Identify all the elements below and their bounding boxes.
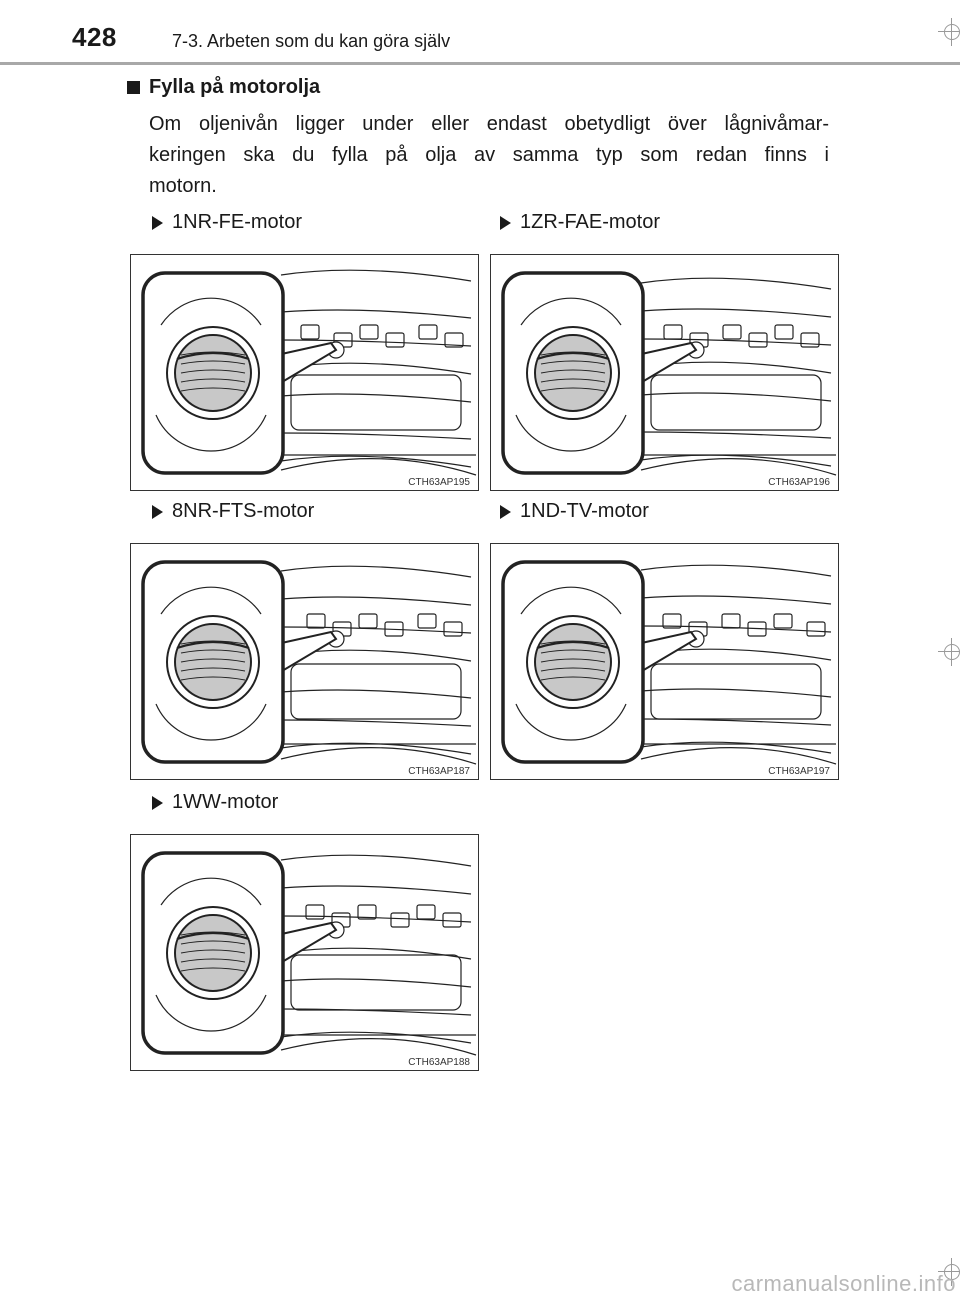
figure-label: 1ZR-FAE-motor	[500, 211, 660, 234]
engine-illustration-1nd-tv: CTH63AP197	[490, 543, 839, 780]
figure-label-text: 1ZR-FAE-motor	[520, 211, 661, 233]
registration-mark-top-icon	[938, 18, 960, 46]
triangle-bullet-icon	[152, 795, 163, 810]
figure-label: 1ND-TV-motor	[500, 500, 649, 523]
section-heading: Fylla på motorolja	[127, 76, 320, 99]
section-heading-text: Fylla på motorolja	[149, 76, 321, 98]
instruction-paragraph: Om oljenivån ligger under eller endast o…	[149, 109, 829, 202]
triangle-bullet-icon	[152, 215, 163, 230]
oil-filler-cap-icon	[501, 560, 837, 765]
oil-filler-cap-icon	[501, 271, 837, 476]
paragraph-line: keringen ska du fylla på olja av samma t…	[149, 144, 829, 166]
oil-filler-cap-icon	[141, 269, 477, 476]
figure-label-text: 1ND-TV-motor	[520, 500, 649, 522]
page-number: 428	[72, 22, 117, 52]
header-rule	[0, 62, 960, 65]
registration-mark-middle-icon	[938, 638, 960, 666]
figure-code: CTH63AP197	[766, 766, 832, 777]
figure-code: CTH63AP188	[406, 1057, 472, 1068]
figure-label: 8NR-FTS-motor	[152, 500, 314, 523]
figure-label-text: 8NR-FTS-motor	[172, 500, 315, 522]
figure-label-text: 1WW-motor	[172, 791, 279, 813]
figure-label-text: 1NR-FE-motor	[172, 211, 303, 233]
figure-code: CTH63AP196	[766, 477, 832, 488]
chapter-title: 7-3. Arbeten som du kan göra själv	[172, 31, 451, 51]
engine-illustration-1ww: CTH63AP188	[130, 834, 479, 1071]
oil-filler-cap-icon	[141, 851, 477, 1056]
triangle-bullet-icon	[500, 504, 511, 519]
figure-code: CTH63AP195	[406, 477, 472, 488]
oil-filler-cap-icon	[141, 560, 477, 765]
engine-illustration-8nr-fts: CTH63AP187	[130, 543, 479, 780]
paragraph-line: Om oljenivån ligger under eller endast o…	[149, 113, 829, 135]
figure-code: CTH63AP187	[406, 766, 472, 777]
bullet-square-icon	[127, 81, 140, 94]
figure-label: 1NR-FE-motor	[152, 211, 302, 234]
triangle-bullet-icon	[152, 504, 163, 519]
watermark: carmanualsonline.info	[731, 1271, 956, 1296]
paragraph-line: motorn.	[149, 175, 217, 197]
engine-illustration-1zr-fae: CTH63AP196	[490, 254, 839, 491]
engine-illustration-1nr-fe: CTH63AP195	[130, 254, 479, 491]
figure-label: 1WW-motor	[152, 791, 278, 814]
triangle-bullet-icon	[500, 215, 511, 230]
